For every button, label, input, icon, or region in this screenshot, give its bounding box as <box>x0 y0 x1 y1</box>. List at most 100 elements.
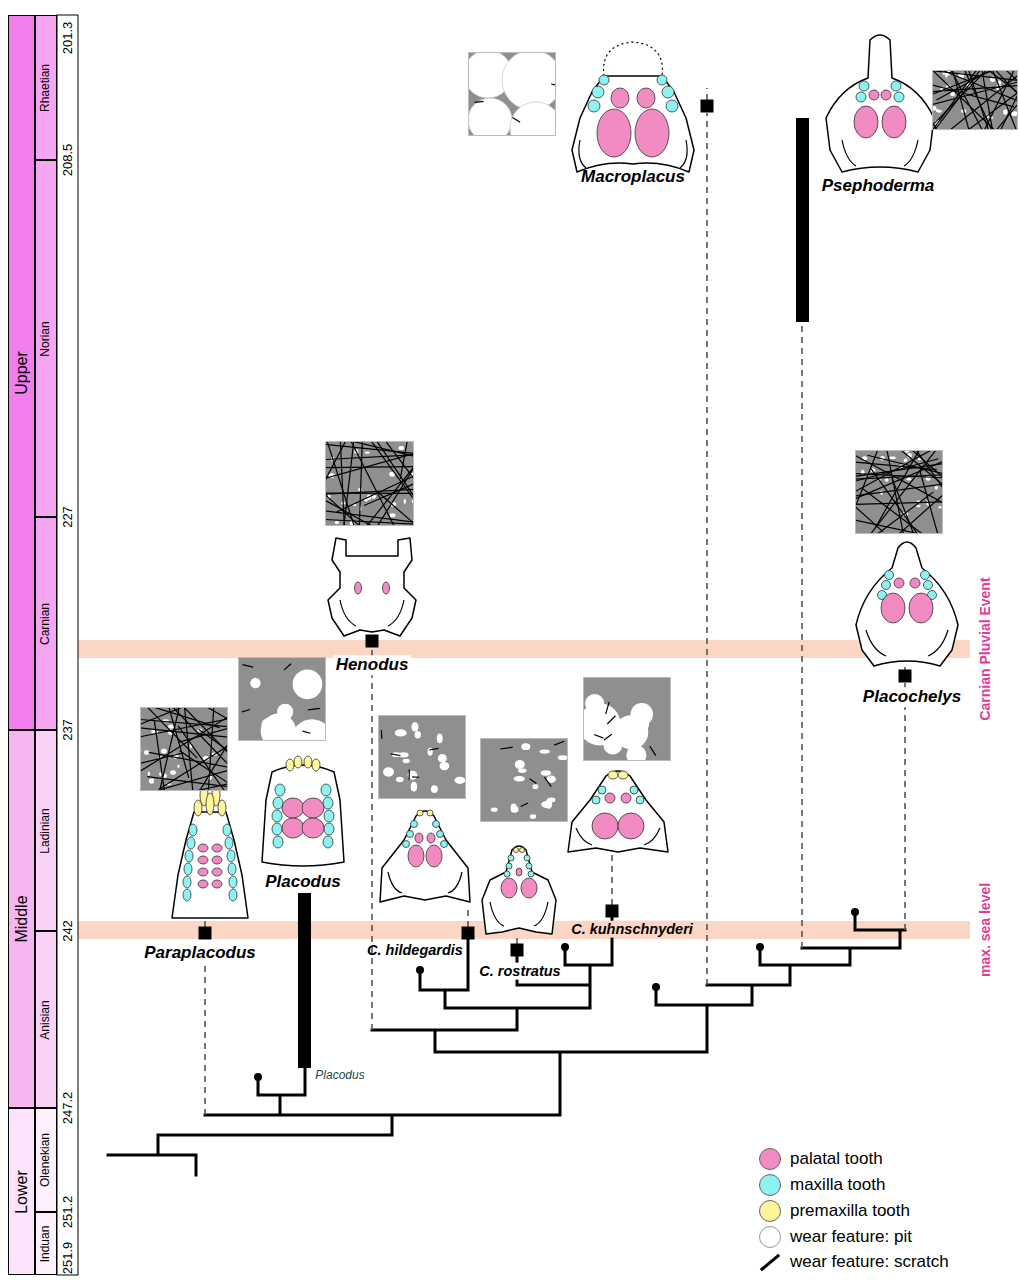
stage-name: Ladinian <box>39 808 53 853</box>
drawing-part <box>184 863 192 875</box>
scratch-mark <box>358 441 365 526</box>
drawing-part <box>433 821 440 828</box>
drawing-part <box>183 75 937 901</box>
drawing-part <box>636 796 644 804</box>
drawing-part <box>592 796 600 804</box>
scratch-mark <box>855 474 943 484</box>
pit-mark <box>454 777 465 784</box>
scratch-mark <box>932 70 1018 130</box>
drawing-part <box>652 983 660 991</box>
drawing-part <box>408 845 424 867</box>
drawing-part <box>272 810 282 822</box>
texture-ground <box>480 738 568 822</box>
pit-mark <box>906 478 911 481</box>
drawing-part <box>328 538 416 636</box>
drawing-part <box>415 833 423 843</box>
drawing-part <box>416 966 424 974</box>
epoch-name: Lower <box>12 1170 30 1214</box>
pit-mark <box>177 764 179 767</box>
drawing-part <box>227 850 235 862</box>
scratch-mark <box>429 748 438 750</box>
scratch-mark <box>140 753 183 773</box>
pit-mark <box>502 52 556 110</box>
drawing-part <box>604 42 663 76</box>
scratch-mark <box>932 70 1018 130</box>
pit-mark <box>161 749 167 754</box>
pit-mark <box>468 98 512 136</box>
drawing-part <box>894 578 904 588</box>
pit-mark <box>403 759 410 763</box>
drawing-part <box>588 100 600 112</box>
drawing-part <box>597 109 631 157</box>
pit-mark <box>626 745 646 761</box>
drawing-part <box>324 823 334 835</box>
legend-text: wear feature: scratch <box>790 1252 949 1272</box>
drawing-part <box>323 797 333 809</box>
scratch-mark <box>159 707 228 767</box>
band-label: Carnian Pluvial Event <box>977 577 993 720</box>
drawing-part <box>528 871 534 877</box>
pit-mark <box>890 457 896 460</box>
age-number: 251.9 <box>61 1242 76 1275</box>
pit-mark <box>511 806 519 813</box>
drawing-part <box>756 943 764 951</box>
scratch-mark <box>391 754 401 756</box>
drawing-part <box>511 944 524 957</box>
scratch-mark <box>500 747 512 749</box>
stage-name: Rhaetian <box>39 63 53 111</box>
drawing-part <box>57 15 78 1275</box>
epoch-name: Upper <box>12 351 30 395</box>
drawing-part <box>520 848 525 853</box>
drawing-part <box>272 823 282 835</box>
scratch-mark <box>475 101 484 103</box>
drawing-part <box>611 88 629 108</box>
drawing-part <box>508 855 514 861</box>
scratch-mark <box>862 489 943 534</box>
pit-mark <box>285 728 304 741</box>
scratch-mark <box>530 779 537 784</box>
scratch-mark <box>412 776 419 778</box>
pit-mark <box>437 733 443 743</box>
drawing-part <box>312 759 320 771</box>
drawing-part <box>183 876 191 888</box>
drawing-part <box>172 35 958 934</box>
drawing-part <box>273 836 283 848</box>
scratch-mark <box>140 707 219 728</box>
scratch-mark <box>149 752 228 770</box>
pit-mark <box>277 704 293 720</box>
drawing-part <box>885 571 894 580</box>
pit-mark <box>540 749 550 753</box>
pit-mark <box>395 729 407 736</box>
drawing-part <box>482 846 556 934</box>
texture-frame <box>326 442 414 526</box>
drawing-part <box>826 35 934 172</box>
drawing-part <box>198 880 208 888</box>
pit-mark <box>926 475 931 480</box>
drawing-part <box>388 872 462 893</box>
drawing-part <box>199 100 912 1082</box>
drawing-part <box>262 765 344 866</box>
legend-swatch <box>759 1200 781 1222</box>
stage-box: Olenekian <box>35 1108 57 1212</box>
drawing-part <box>108 914 905 1175</box>
drawing-part <box>856 542 958 666</box>
scratch-mark <box>242 710 250 712</box>
drawing-part <box>183 75 937 901</box>
drawing-part <box>304 756 312 768</box>
pit-mark <box>532 784 538 789</box>
drawing-part <box>282 798 304 818</box>
wear-texture <box>140 707 228 791</box>
wear-texture <box>238 657 326 741</box>
drawing-part <box>199 927 212 940</box>
drawing-part <box>514 848 519 853</box>
scratch-mark <box>606 702 610 714</box>
scratch-mark <box>855 484 883 532</box>
drawing-part <box>229 889 237 901</box>
taxon-name: Placodus <box>263 872 343 892</box>
drawing-part <box>851 908 859 916</box>
texture-frame <box>856 451 943 534</box>
drawing-part <box>229 876 237 888</box>
scratch-mark <box>869 450 943 534</box>
drawing-part <box>462 927 475 940</box>
